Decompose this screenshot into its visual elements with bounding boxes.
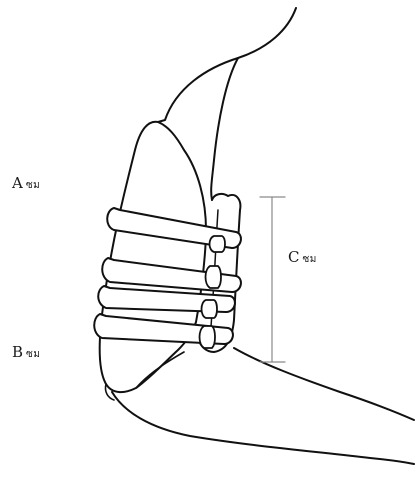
buckle-3 <box>202 300 218 318</box>
buckle-2 <box>206 266 222 288</box>
label-b-letter: B <box>12 343 23 361</box>
label-b-unit: ซม <box>26 349 40 360</box>
label-a-letter: A <box>12 174 23 192</box>
label-c-unit: ซม <box>302 254 316 265</box>
upper-arm-outline <box>158 8 296 122</box>
dimension-c <box>260 197 285 362</box>
buckle-1 <box>210 236 226 252</box>
label-c-letter: C <box>288 248 299 266</box>
upper-arm-outer-edge <box>211 58 238 200</box>
brace-sleeve <box>100 122 206 392</box>
forearm-top-edge <box>234 348 414 420</box>
label-a-unit: ซม <box>26 180 40 191</box>
buckle-4 <box>200 326 216 348</box>
